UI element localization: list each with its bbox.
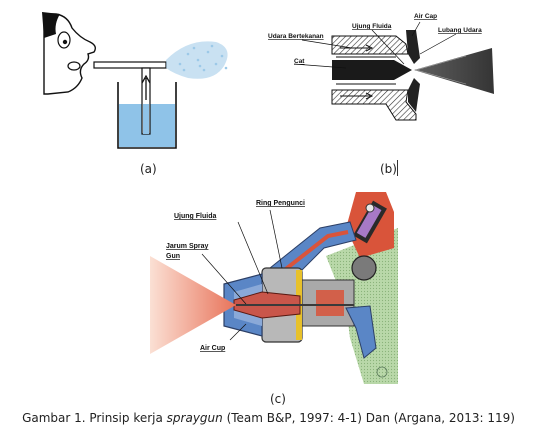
air-cap-bottom [408, 78, 420, 112]
panel-b-nozzle-section: Udara Bertekanan Ujung Fluida Air Cap Lu… [266, 8, 498, 126]
logo-mark [376, 366, 388, 378]
label-jarum-spray: Jarum Spray [166, 243, 209, 250]
mouth [67, 61, 81, 71]
text-cursor [397, 160, 398, 176]
label-udara-bertekanan: Udara Bertekanan [268, 33, 324, 40]
spray-fan [414, 48, 494, 94]
lower-body [331, 89, 417, 121]
atomizer-drawing [42, 12, 228, 149]
trigger [345, 305, 377, 359]
eye [57, 31, 71, 49]
label-cat: Cat [294, 58, 305, 65]
caption-suffix: (Team B&P, 1997: 4-1) Dan (Argana, 2013:… [222, 411, 515, 425]
spraygun-drawing: Ring Pengunci Ujung Fluida Jarum Spray G… [150, 192, 398, 384]
sublabel-a: (a) [140, 162, 157, 176]
sublabel-b: (b) [380, 162, 397, 176]
paint-channel [332, 60, 412, 80]
sublabel-c: (c) [270, 392, 286, 406]
label-jarum-spray-gun: Gun [166, 253, 180, 260]
arrow-up-icon [141, 74, 151, 100]
blow-tube [93, 61, 167, 69]
caption-italic: spraygun [166, 411, 223, 425]
label-ring-pengunci: Ring Pengunci [256, 200, 305, 207]
label-ujung-fluida-c: Ujung Fluida [174, 213, 216, 220]
air-cap-top [406, 30, 420, 64]
upper-body [331, 35, 409, 55]
panel-a-atomizer-illustration [38, 8, 238, 156]
label-air-cap: Air Cap [414, 13, 437, 20]
label-lubang-udara: Lubang Udara [438, 27, 482, 34]
label-air-cup: Air Cup [200, 345, 225, 352]
container [117, 82, 177, 149]
caption-prefix: Gambar 1. Prinsip kerja [22, 411, 167, 425]
figure-caption: Gambar 1. Prinsip kerja spraygun (Team B… [0, 411, 537, 425]
face-outline [43, 13, 97, 95]
panel-c-spraygun-cutaway: Ring Pengunci Ujung Fluida Jarum Spray G… [150, 188, 398, 384]
spray-cloud [166, 41, 228, 79]
pivot [351, 255, 377, 281]
label-ujung-fluida-b: Ujung Fluida [352, 23, 392, 30]
nozzle-drawing: Udara Bertekanan Ujung Fluida Air Cap Lu… [268, 13, 494, 121]
purple-valve [356, 205, 382, 238]
hair [42, 12, 60, 38]
spray-cone [150, 256, 236, 354]
